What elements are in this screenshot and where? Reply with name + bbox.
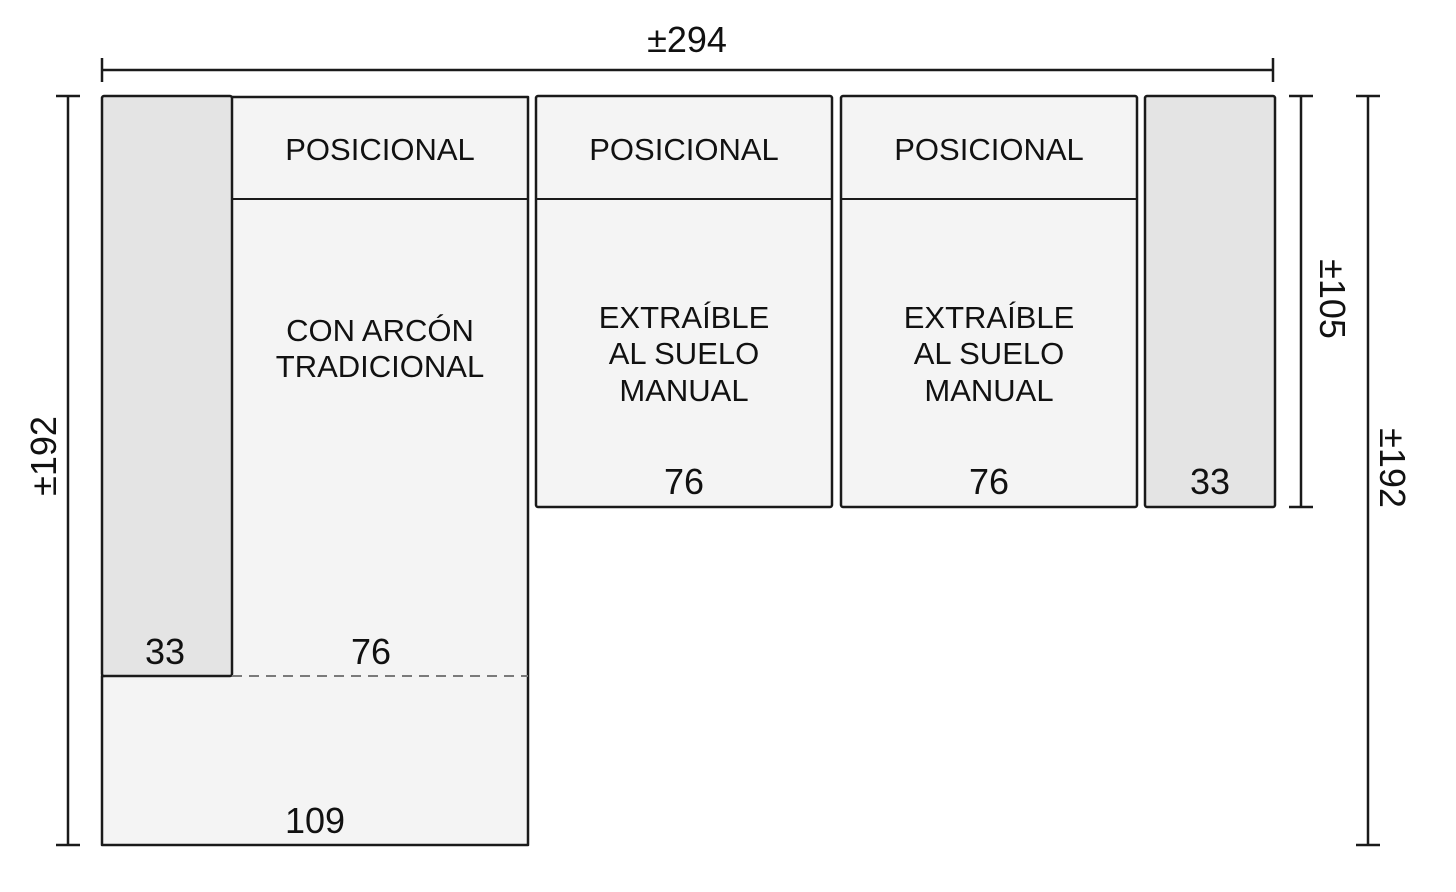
middle-type-line3: MANUAL [619,373,748,408]
right-module-type-line2: AL SUELO [914,336,1064,371]
right-module-width-label: 76 [969,461,1009,502]
chaise-header-label: POSICIONAL [285,132,475,167]
right-depth-label: ±192 [1372,428,1413,508]
module-depth-dimension [1289,94,1313,509]
right-arm-width-label: 33 [1190,461,1230,502]
left-depth-label: ±192 [23,416,64,496]
chaise-type-line2: TRADICIONAL [276,349,484,384]
chaise-type-line1: CON ARCÓN [286,313,474,348]
total-width-label: ±294 [647,19,727,60]
right-arm [1143,94,1277,509]
middle-type-line2: AL SUELO [609,336,759,371]
left-depth-dimension [56,94,80,847]
middle-header-label: POSICIONAL [589,132,779,167]
middle-type-line1: EXTRAÍBLE [599,300,770,335]
total-width-dimension [100,58,1275,82]
right-module-type-line3: MANUAL [924,373,1053,408]
right-module-header-label: POSICIONAL [894,132,1084,167]
chaise-depth-width-label: 109 [285,800,345,841]
chaise-width-label: 76 [351,631,391,672]
left-arm [100,94,234,678]
module-depth-label: ±105 [1312,259,1353,339]
middle-width-label: 76 [664,461,704,502]
right-depth-dimension [1356,94,1380,847]
right-module-type-line1: EXTRAÍBLE [904,300,1075,335]
left-arm-width-label: 33 [145,631,185,672]
